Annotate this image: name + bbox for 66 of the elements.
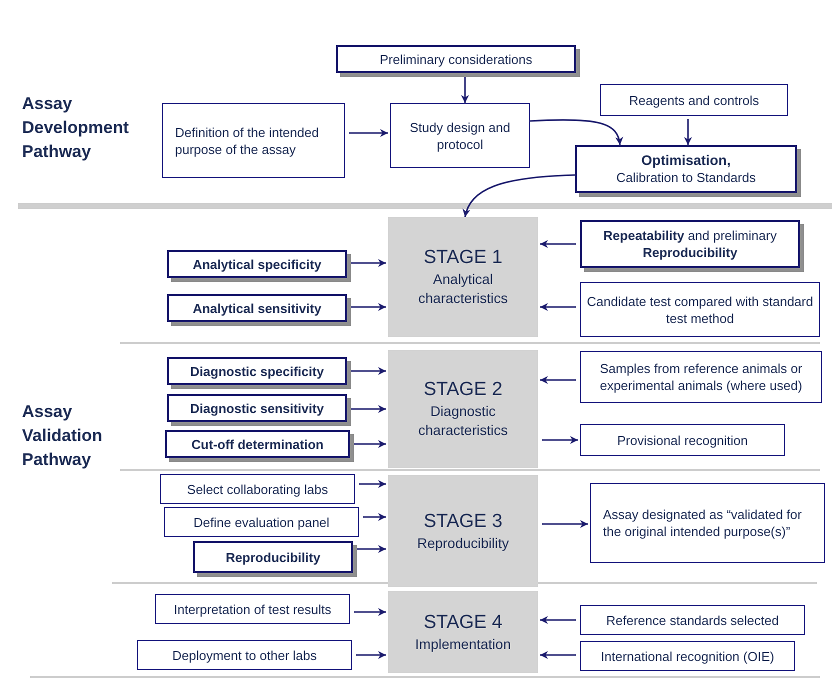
box-text: Analytical sensitivity xyxy=(192,300,322,316)
arrow xyxy=(540,616,576,624)
process-box xyxy=(580,424,785,456)
arrow xyxy=(349,129,388,137)
stage-subtitle: Reproducibility xyxy=(416,534,510,552)
box-text: Study design and protocol xyxy=(408,118,512,152)
box-text: Reproducibility xyxy=(226,548,320,566)
arrow xyxy=(363,513,386,521)
process-box xyxy=(580,351,822,403)
box-text: Optimisation, xyxy=(641,152,731,169)
arrow xyxy=(684,119,692,145)
box-text: Define evaluation panel xyxy=(194,514,330,530)
process-box xyxy=(155,594,350,624)
process-box xyxy=(580,641,795,671)
process-box xyxy=(590,483,825,563)
arrow xyxy=(540,651,576,659)
process-box xyxy=(164,507,359,537)
box-text: Interpretation of test results xyxy=(174,600,332,618)
arrow xyxy=(540,376,576,384)
box-text: Cut-off determination xyxy=(191,436,324,452)
process-box xyxy=(162,103,345,178)
process-box xyxy=(580,605,805,635)
box-text: International recognition (OIE) xyxy=(600,648,774,664)
box-text: Reagents and controls xyxy=(628,92,760,108)
arrow xyxy=(540,303,576,311)
box-text: Repeatability and preliminary Reproducibility xyxy=(602,227,778,261)
arrow xyxy=(542,436,578,444)
pathway-heading: Assay Development Pathway xyxy=(22,93,130,163)
stage-subtitle: Analytical characteristics xyxy=(417,270,509,308)
box-text: Deployment to other labs xyxy=(172,646,317,664)
arrow xyxy=(356,651,386,659)
stage-subtitle: Diagnostic characteristics xyxy=(417,402,509,440)
process-box xyxy=(600,84,788,116)
box-text: Samples from reference animals or experimental animals (where used) xyxy=(598,360,804,394)
process-box xyxy=(160,474,355,504)
arrow xyxy=(359,480,386,488)
arrow xyxy=(354,608,386,616)
stage-subtitle: Implementation xyxy=(414,634,512,654)
process-box xyxy=(390,103,530,168)
arrow xyxy=(461,76,469,103)
stage-title: STAGE 2 xyxy=(424,378,502,402)
process-box xyxy=(580,282,820,337)
box-text: Provisional recognition xyxy=(617,432,748,448)
stage-box xyxy=(388,350,538,468)
box-text: Candidate test compared with standard test method xyxy=(586,292,814,326)
box-text: Preliminary considerations xyxy=(380,50,532,68)
stage-box xyxy=(388,475,538,587)
pathway-heading: Assay Validation Pathway xyxy=(22,401,104,471)
box-text: Reference standards selected xyxy=(606,612,779,628)
box-text: Diagnostic sensitivity xyxy=(190,400,324,416)
arrow xyxy=(542,520,588,528)
stage-box xyxy=(388,591,538,673)
stage-title: STAGE 3 xyxy=(424,510,502,534)
stage-box xyxy=(388,217,538,337)
stage-title: STAGE 1 xyxy=(424,246,502,270)
arrow xyxy=(530,119,623,146)
box-text: Calibration to Standards xyxy=(616,169,756,186)
box-text: Select collaborating labs xyxy=(187,480,328,498)
box-text: Definition of the intended purpose of the assay xyxy=(175,124,320,158)
arrow xyxy=(463,174,576,218)
box-text: Diagnostic specificity xyxy=(190,362,324,380)
arrow xyxy=(540,240,576,248)
stage-title: STAGE 4 xyxy=(424,610,502,634)
box-text: Analytical specificity xyxy=(192,256,322,272)
box-text: Assay designated as “validated for the original intended purpose(s)” xyxy=(603,506,803,540)
process-box xyxy=(137,640,352,670)
